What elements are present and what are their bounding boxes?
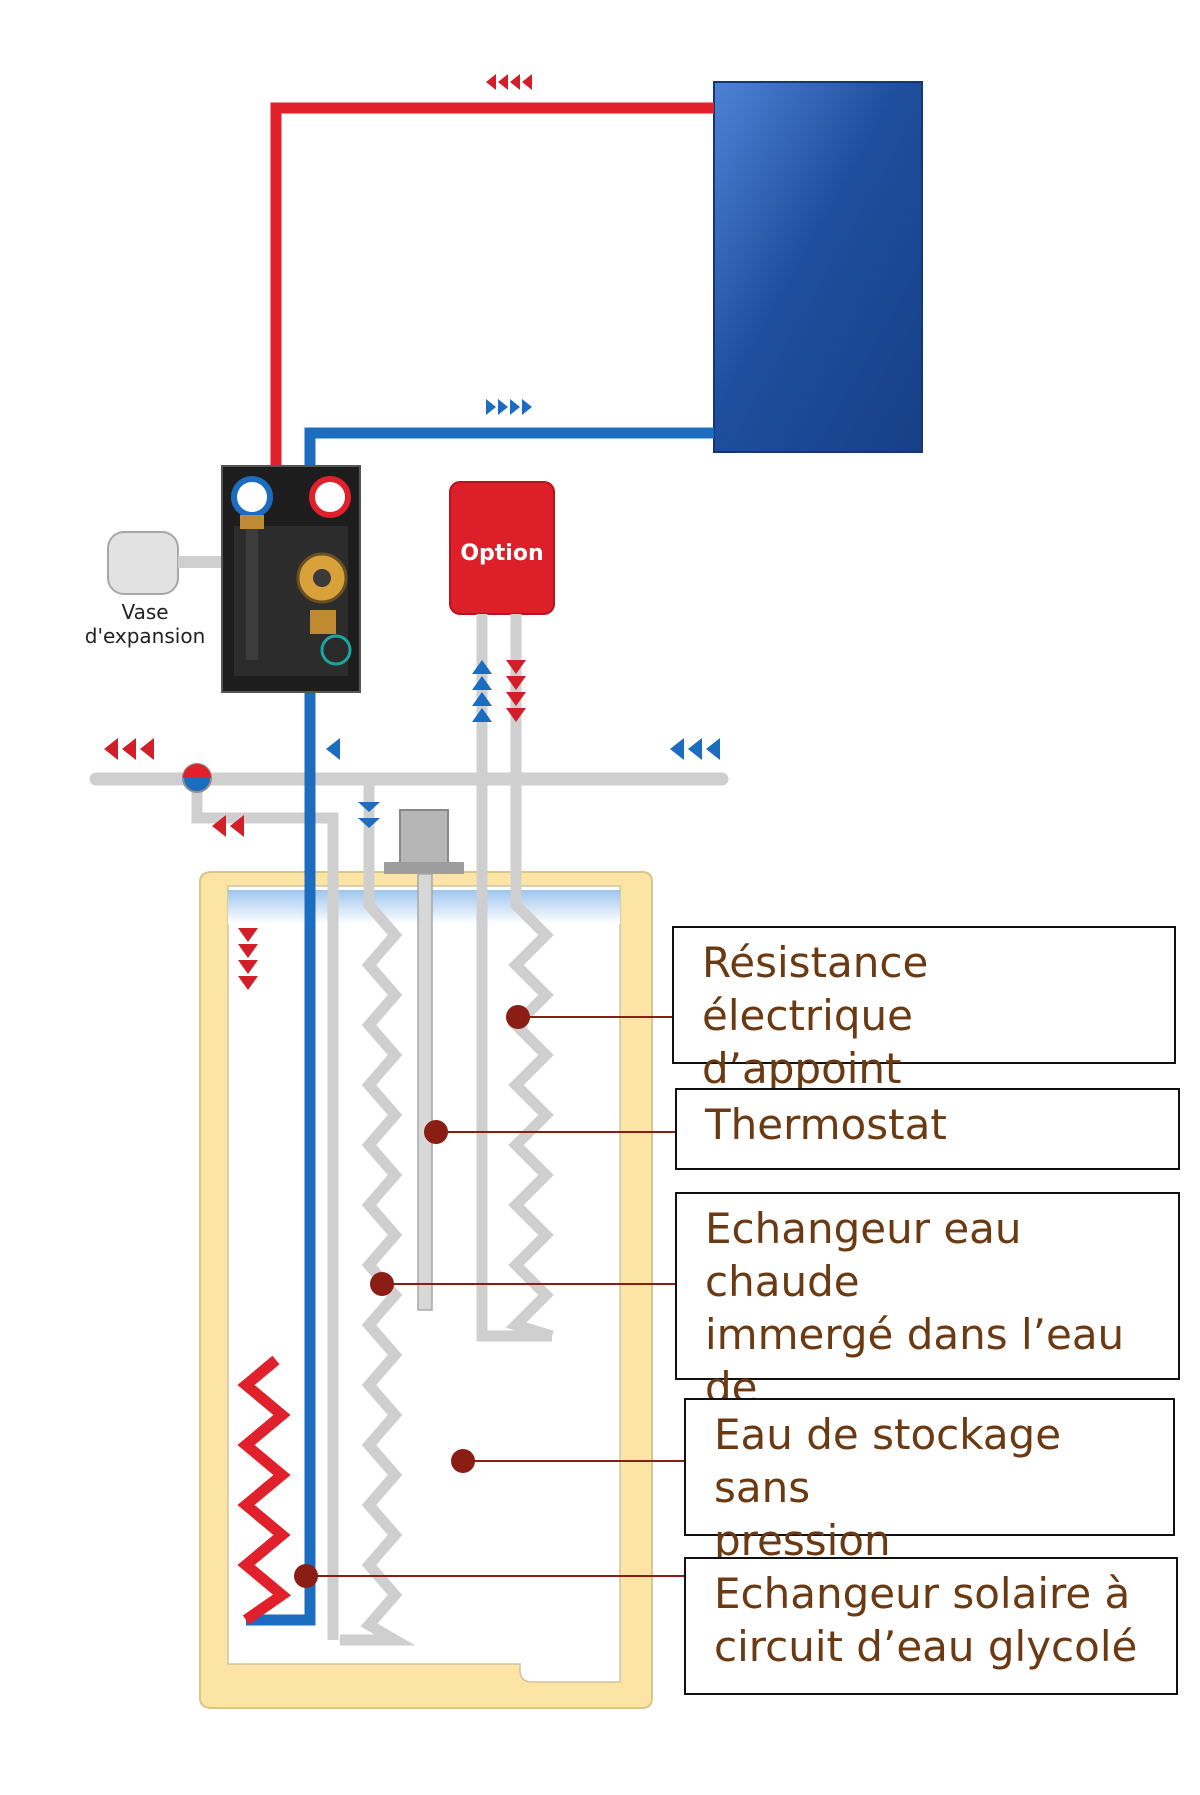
flow-arrow-icon <box>212 815 244 837</box>
pointer-resistance <box>506 1005 672 1029</box>
expansion-vessel-label: Vase d'expansion <box>84 600 206 648</box>
pointer-eau-stockage <box>451 1449 684 1473</box>
pressure-gauge-icon <box>231 476 273 518</box>
thermostat-rod <box>417 873 433 1311</box>
resistance-element <box>505 614 554 1342</box>
solar-cold-pipe-in-tank <box>246 690 316 1626</box>
flow-arrow-icon <box>238 928 258 990</box>
label-echangeur-eau-chaude: Echangeur eau chaude immergé dans l’eau … <box>675 1192 1180 1465</box>
flow-arrow-icon <box>486 74 532 90</box>
flow-meter-icon <box>320 634 352 666</box>
option-resistance-box <box>449 481 555 615</box>
label-echangeur-solaire: Echangeur solaire à circuit d’eau glycol… <box>684 1557 1178 1695</box>
hot-water-outlet-pipe <box>191 781 339 1640</box>
thermostat-flange <box>384 862 464 874</box>
label-eau-stockage: Eau de stockage sans pression <box>684 1398 1175 1565</box>
flow-arrow-icon <box>486 399 532 415</box>
pointer-thermostat <box>424 1120 675 1144</box>
pointer-echangeur-solaire <box>294 1564 684 1588</box>
flow-arrow-icon <box>104 738 154 760</box>
thermostat-probe-icon <box>399 809 449 865</box>
label-eau-stockage-text: Eau de stockage sans pression <box>714 1410 1062 1565</box>
pump-station-valve <box>310 610 336 634</box>
resistance-leg-left <box>476 614 552 1342</box>
mixing-valve-hot-half <box>183 764 211 778</box>
hot-supply-pipe <box>270 102 714 470</box>
flow-arrow-icon <box>358 802 380 828</box>
solar-exchanger-coil <box>237 1355 292 1625</box>
label-resistance: Résistance électrique d’appoint <box>672 926 1176 1093</box>
temperature-gauge-icon <box>309 476 351 518</box>
expansion-vessel-icon <box>107 531 179 595</box>
pump-station-pipe-left <box>246 520 258 660</box>
option-label: Option <box>460 541 543 566</box>
label-echangeur-solaire-text: Echangeur solaire à circuit d’eau glycol… <box>714 1569 1138 1671</box>
label-thermostat-text: Thermostat <box>705 1100 947 1149</box>
pointer-echangeur-eau-chaude <box>370 1272 675 1296</box>
cold-return-pipe <box>304 427 714 470</box>
label-resistance-text: Résistance électrique d’appoint <box>702 938 929 1093</box>
expansion-vessel-connector <box>178 556 224 568</box>
label-thermostat: Thermostat <box>675 1088 1180 1170</box>
circulation-pump-hub <box>313 569 331 587</box>
flow-arrow-icon <box>472 660 492 722</box>
flow-arrow-icon <box>506 660 526 722</box>
solar-panel-icon <box>713 81 923 453</box>
pump-station-valve-left <box>240 515 264 529</box>
flow-arrow-icon <box>326 738 720 760</box>
